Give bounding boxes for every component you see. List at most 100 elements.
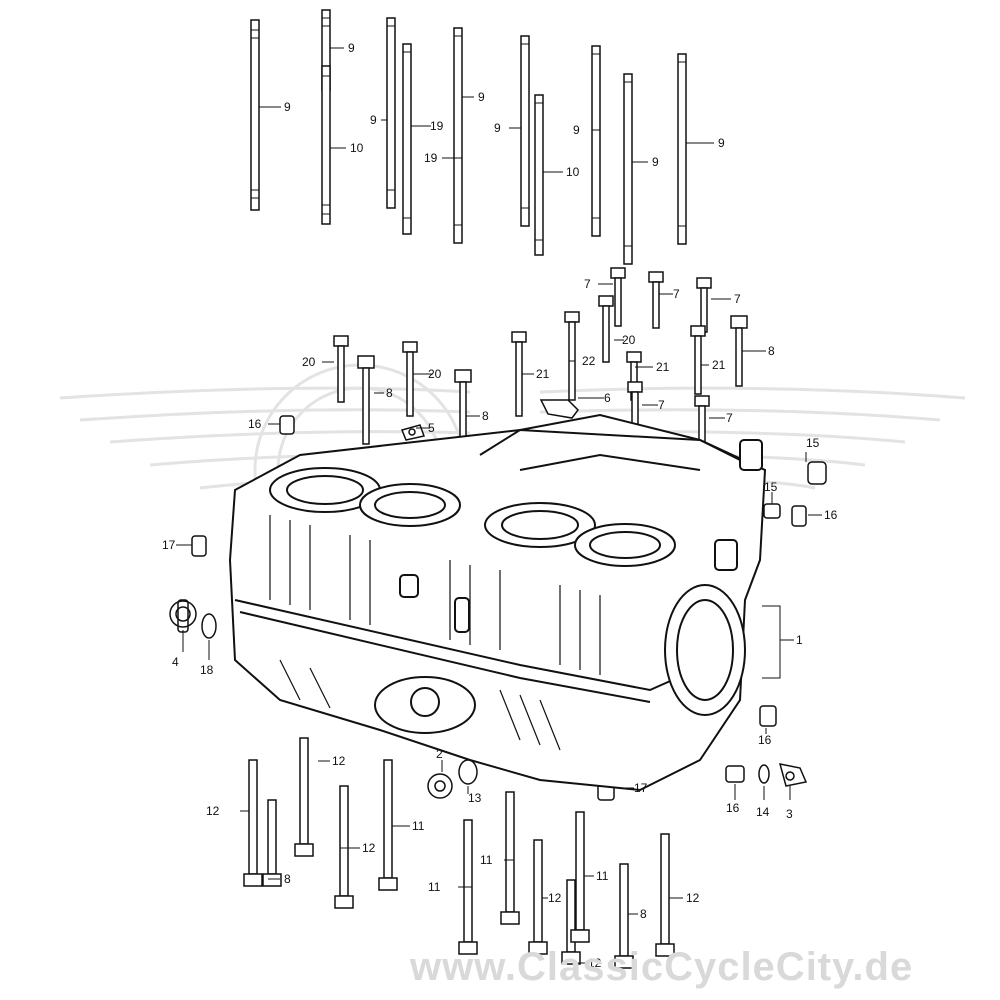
callout-label: 17 [634,781,648,795]
washer-5 [400,424,425,441]
stud-9d [520,35,530,227]
switch-3 [778,763,808,787]
bolt-7a [610,267,626,327]
dowel-15b [763,503,781,519]
bolt-11c [500,791,520,925]
stud-10a [321,65,331,225]
bolt-12g [655,833,675,957]
bolt-12c [294,737,314,857]
callout-label: 9 [718,136,725,150]
bolt-7c [696,277,712,333]
callout-label: 21 [536,367,550,381]
bolt-12f [614,863,634,969]
stud-9c [386,17,396,209]
leader-lines [176,47,822,964]
callout-label: 12 [362,841,376,855]
callout-label: 3 [786,807,793,821]
bolt-20c [598,295,614,363]
callout-label: 10 [350,141,364,155]
callout-label: 17 [162,538,176,552]
callout-label: 11 [428,880,441,894]
stud-9g [677,53,687,245]
bolt-11b [458,819,478,955]
callout-label: 6 [604,391,611,405]
callout-label: 1 [796,633,803,647]
dowel-15a [807,461,827,485]
bolt-12d [334,785,354,909]
bolt-12b [262,799,282,887]
callout-label: 4 [172,655,179,669]
callout-label: 16 [248,417,262,431]
stud-10b [534,94,544,256]
watermark-text: www.ClassicCycleCity.de [409,945,913,989]
callout-label: 11 [480,853,493,867]
stud-19a [402,43,412,235]
callout-label: 12 [332,754,346,768]
callout-label: 8 [768,344,775,358]
bolt-8a [357,355,375,445]
callout-label: 22 [582,354,596,368]
bolt-20a [333,335,349,403]
callout-label: 7 [673,287,680,301]
bolt-20b [402,341,418,417]
callout-label: 7 [726,411,733,425]
dowel-17a [191,535,207,557]
callout-label: 21 [656,360,670,374]
callout-label: 9 [284,100,291,114]
callout-label: 9 [652,155,659,169]
callout-label: 19 [424,151,438,165]
bolt-11d [570,811,590,943]
bolt-12a [243,759,263,887]
bolt-8d [561,879,581,965]
stud-9f [623,73,633,265]
washer-14 [758,764,770,784]
callout-label: 20 [622,333,636,347]
lower-bolts [243,737,675,969]
crankcase-body [228,413,767,792]
callout-label: 9 [478,90,485,104]
callout-label: 8 [386,386,393,400]
callout-label: 12 [686,891,700,905]
callout-label: 9 [573,123,580,137]
callout-label: 16 [726,801,740,815]
callout-label: 11 [596,869,609,883]
callout-label: 9 [494,121,501,135]
callout-label: 8 [482,409,489,423]
dowel-16a [279,415,295,435]
callout-label: 10 [566,165,580,179]
bolt-7b [648,271,664,329]
stud-9a [250,19,260,211]
callout-label: 8 [640,907,647,921]
oring-13 [458,759,478,785]
bolt-22 [564,311,580,401]
bolt-21c [690,325,706,395]
bracket-6 [539,399,579,419]
callout-labels: 9 9 10 9 19 19 9 9 10 9 9 9 7 7 7 20 8 2… [162,41,838,970]
callout-label: 19 [430,119,444,133]
callout-label: 7 [584,277,591,291]
callout-label: 15 [806,436,820,450]
dowel-16b [791,505,807,527]
callout-label: 11 [412,819,425,833]
bolt-12e [528,839,548,955]
bolt-21a [511,331,527,417]
callout-label: 16 [824,508,838,522]
callout-label: 20 [302,355,316,369]
callout-label: 13 [468,791,482,805]
callout-label: 7 [734,292,741,306]
callout-label: 5 [428,421,435,435]
callout-label: 7 [658,398,665,412]
callout-label: 21 [712,358,726,372]
callout-label: 15 [764,480,778,494]
bolt-11a [378,759,398,891]
plug-4 [169,599,197,633]
dowel-16c [759,705,777,727]
callout-label: 16 [758,733,772,747]
dowel-16d [725,765,745,783]
callout-label: 12 [588,956,602,970]
callout-label: 9 [348,41,355,55]
bolt-8c [730,315,748,387]
gasket-18 [201,613,217,639]
